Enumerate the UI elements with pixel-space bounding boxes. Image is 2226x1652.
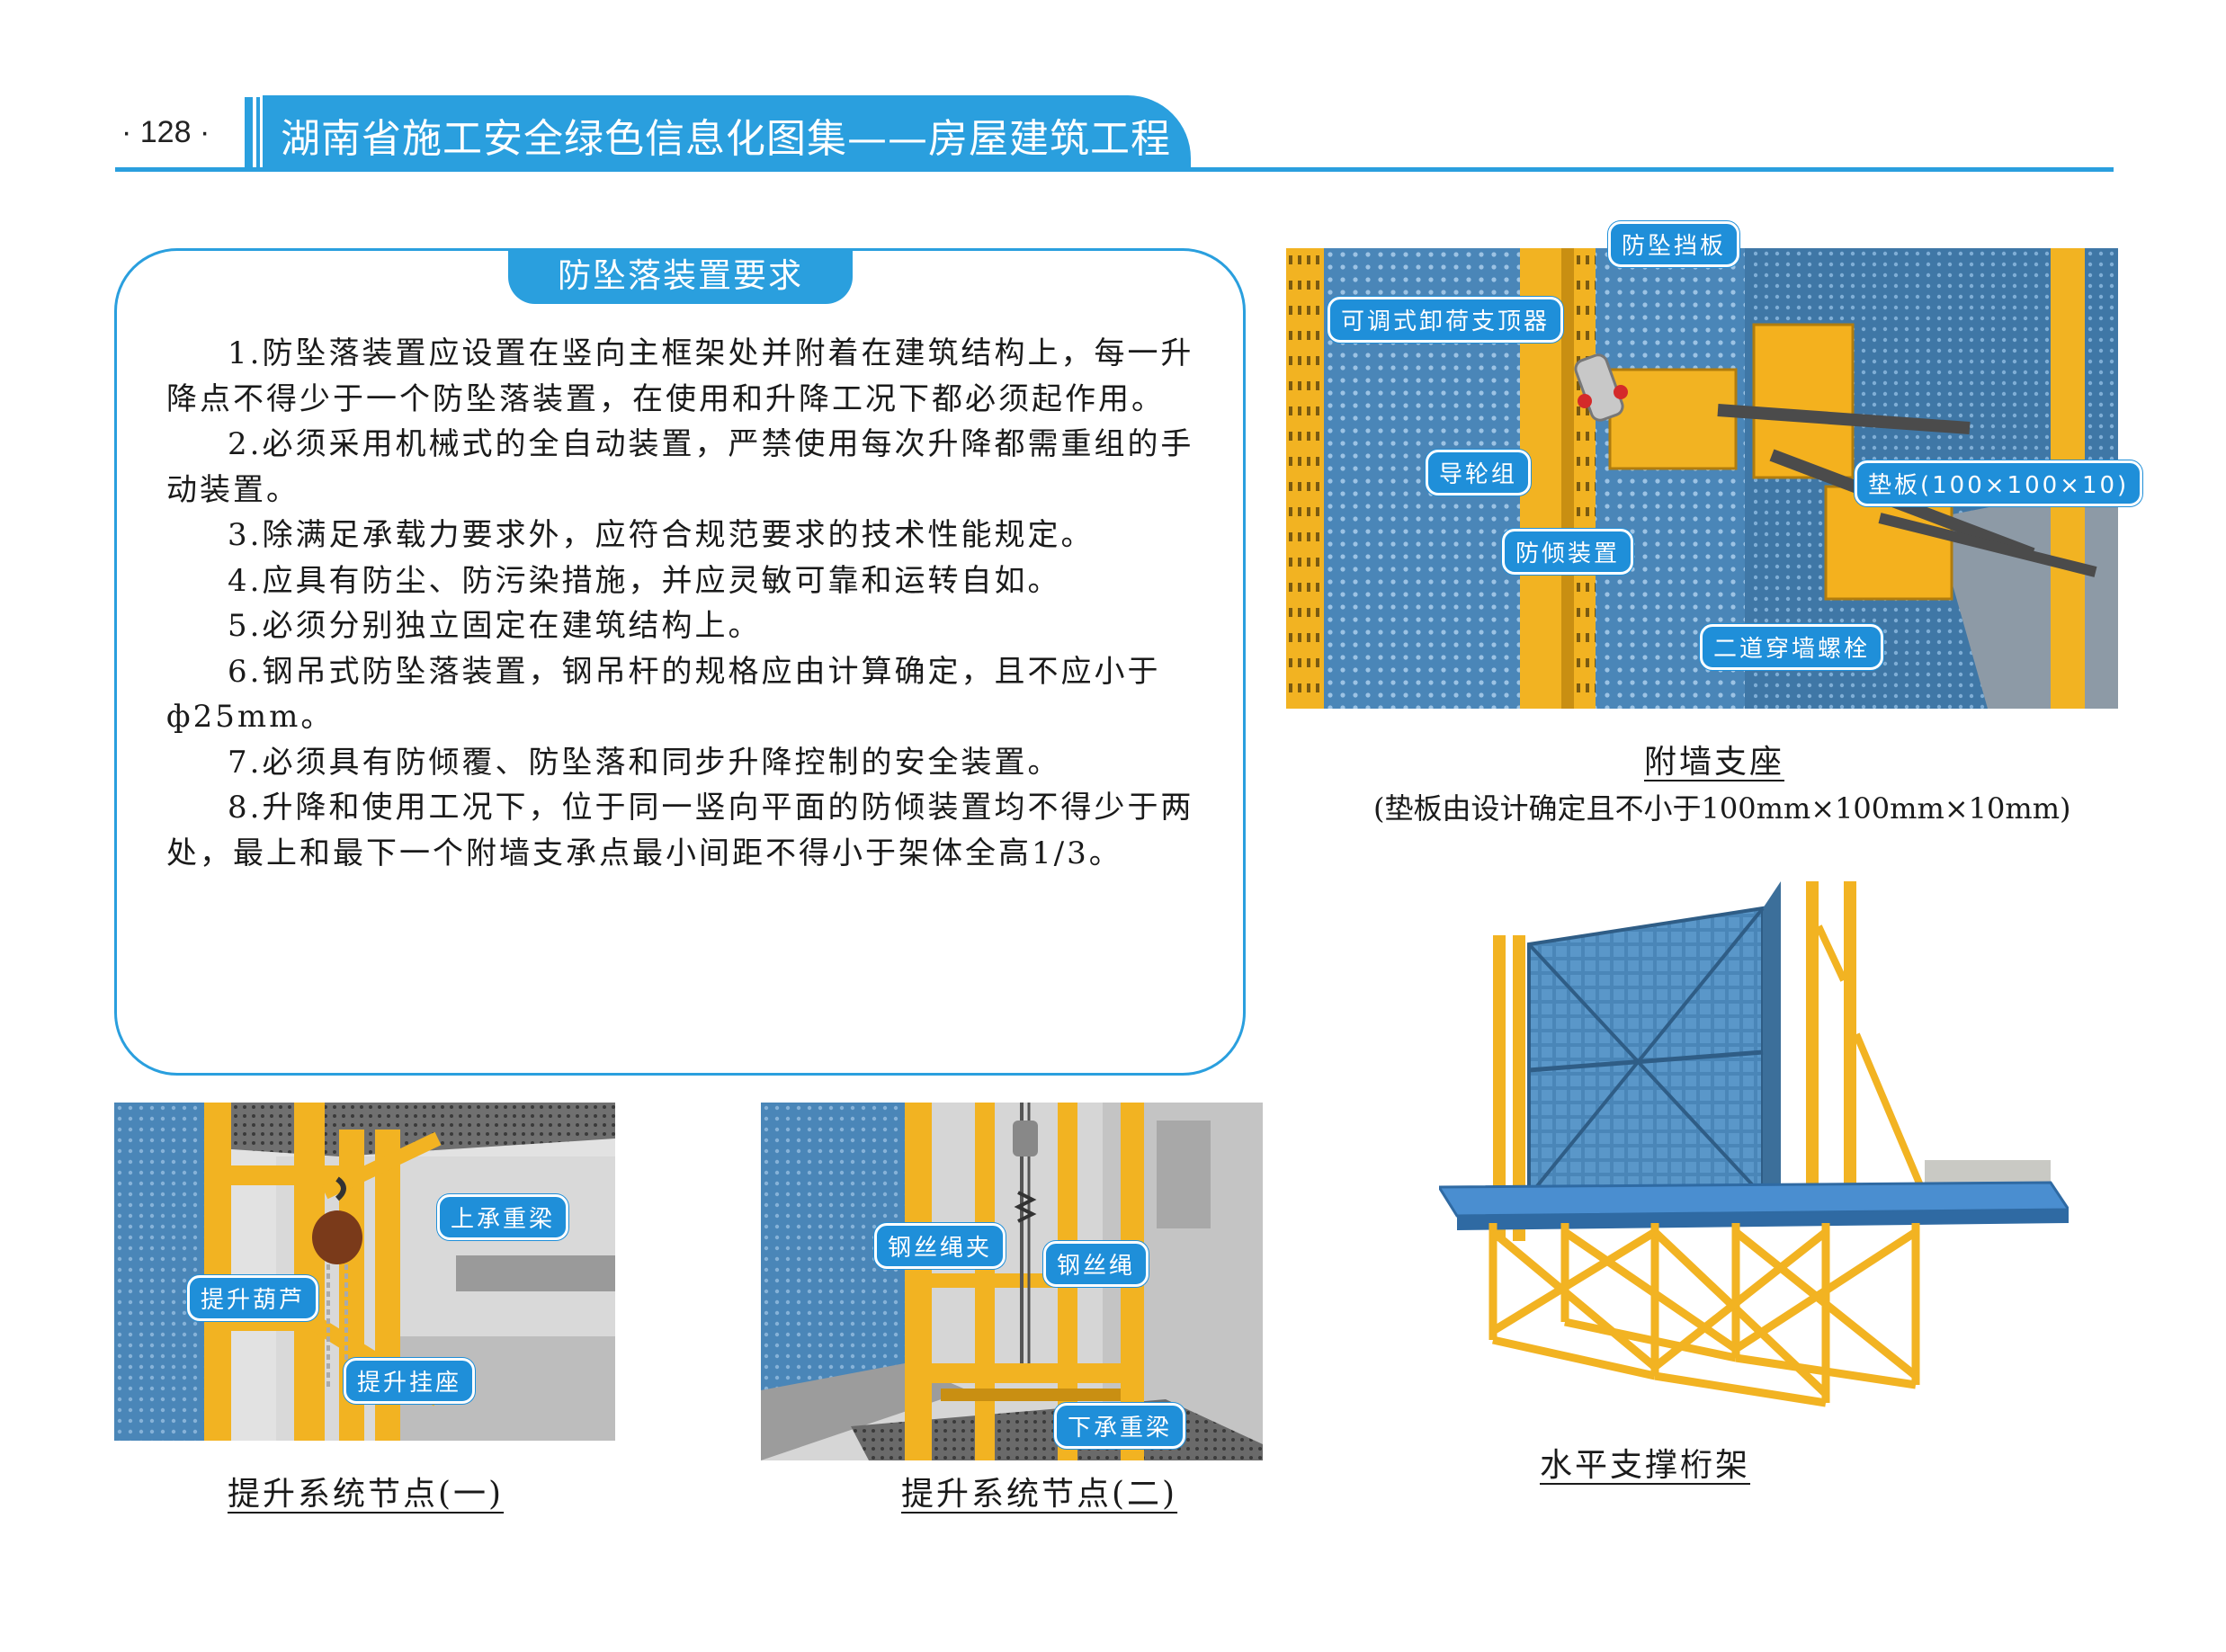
requirement-item: 5.必须分别独立固定在建筑结构上。 [228, 608, 762, 644]
lift-node-1-caption: 提升系统节点(一) [228, 1476, 505, 1513]
document-title: 湖南省施工安全绿色信息化图集——房屋建筑工程 [281, 116, 1171, 162]
callout-lower-beam: 下承重梁 [1054, 1403, 1186, 1449]
wall-support-caption: 附墙支座 [1644, 744, 1785, 781]
requirement-item: 2.必须采用机械式的全自动装置，严禁使用每次升降都需重组的手动装置。 [166, 426, 1194, 508]
truss-figure [1439, 872, 2069, 1439]
callout-wire-rope: 钢丝绳 [1043, 1241, 1149, 1287]
header-rule [115, 167, 2114, 172]
callout-pad-plate: 垫板(100×100×10) [1855, 460, 2143, 506]
requirements-box [114, 248, 1246, 1076]
header-accent-bar-thin [256, 97, 260, 171]
callout-adjustable-jack: 可调式卸荷支顶器 [1328, 297, 1564, 343]
callout-anti-tilt: 防倾装置 [1502, 529, 1634, 575]
requirement-item: 1.防坠落装置应设置在竖向主框架处并附着在建筑结构上，每一升降点不得少于一个防坠… [166, 335, 1194, 417]
requirement-item: 8.升降和使用工况下，位于同一竖向平面的防倾装置均不得少于两处，最上和最下一个附… [166, 790, 1194, 871]
truss-caption: 水平支撑桁架 [1540, 1447, 1751, 1484]
callout-hoist: 提升葫芦 [187, 1275, 319, 1321]
requirement-item: 7.必须具有防倾覆、防坠落和同步升降控制的安全装置。 [228, 744, 1061, 781]
callout-guide-wheel: 导轮组 [1426, 450, 1532, 496]
requirement-item: 3.除满足承载力要求外，应符合规范要求的技术性能规定。 [228, 517, 1095, 553]
title-tab [263, 95, 1191, 171]
lift-node-2-caption: 提升系统节点(二) [901, 1476, 1178, 1513]
callout-lift-seat: 提升挂座 [344, 1358, 476, 1404]
callout-rope-clamp: 钢丝绳夹 [874, 1223, 1006, 1269]
page-header: · 128 · 湖南省施工安全绿色信息化图集——房屋建筑工程 [0, 0, 2226, 180]
wall-support-subcaption: (垫板由设计确定且不小于100mm×100mm×10mm) [1373, 791, 2071, 826]
callout-upper-beam: 上承重梁 [437, 1194, 569, 1240]
page-number: · 128 · [121, 115, 210, 149]
callout-wall-bolts: 二道穿墙螺栓 [1700, 624, 1884, 670]
callout-anti-fall-plate: 防坠挡板 [1608, 221, 1740, 267]
requirement-item: 6.钢吊式防坠落装置，钢吊杆的规格应由计算确定，且不应小于ф25mm。 [166, 653, 1161, 736]
lift-node-2-figure [761, 1103, 1263, 1460]
lift-node-2-illustration [761, 1103, 1263, 1460]
requirements-list: 1.防坠落装置应设置在竖向主框架处并附着在建筑结构上，每一升降点不得少于一个防坠… [166, 331, 1201, 876]
header-accent-bar [245, 97, 253, 171]
truss-illustration [1439, 881, 2069, 1407]
requirement-item: 4.应具有防尘、防污染措施，并应灵敏可靠和运转自如。 [228, 562, 1061, 599]
requirements-heading: 防坠落装置要求 [508, 248, 853, 304]
